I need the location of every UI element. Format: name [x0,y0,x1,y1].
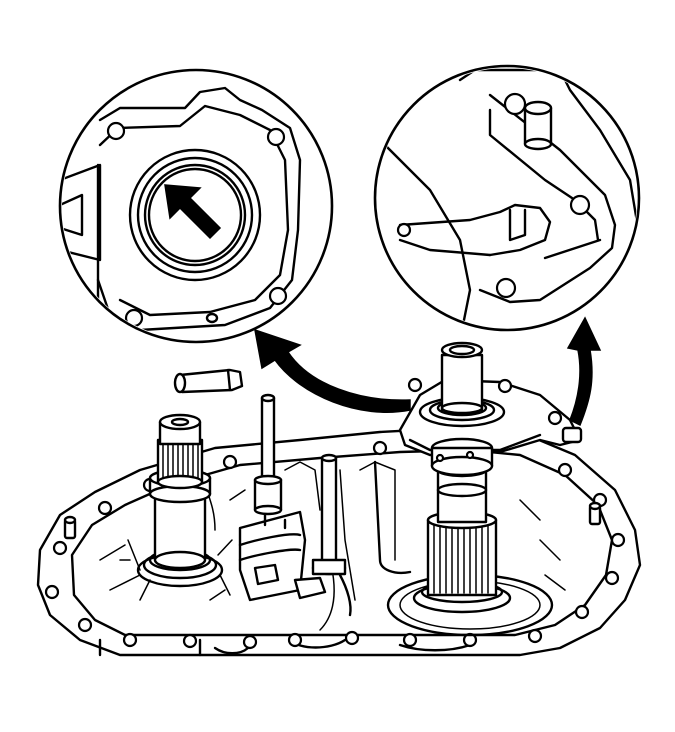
bearing-retainer [398,341,583,477]
detail-arrow-right [566,316,602,427]
pointer-arrow [164,184,222,240]
left-shaft [119,413,233,601]
shift-forks [238,393,352,617]
shift-rail-boss-detail [373,64,641,332]
loose-pin [173,368,244,394]
detail-arrow-left [254,328,411,413]
main-shaft [412,462,512,614]
